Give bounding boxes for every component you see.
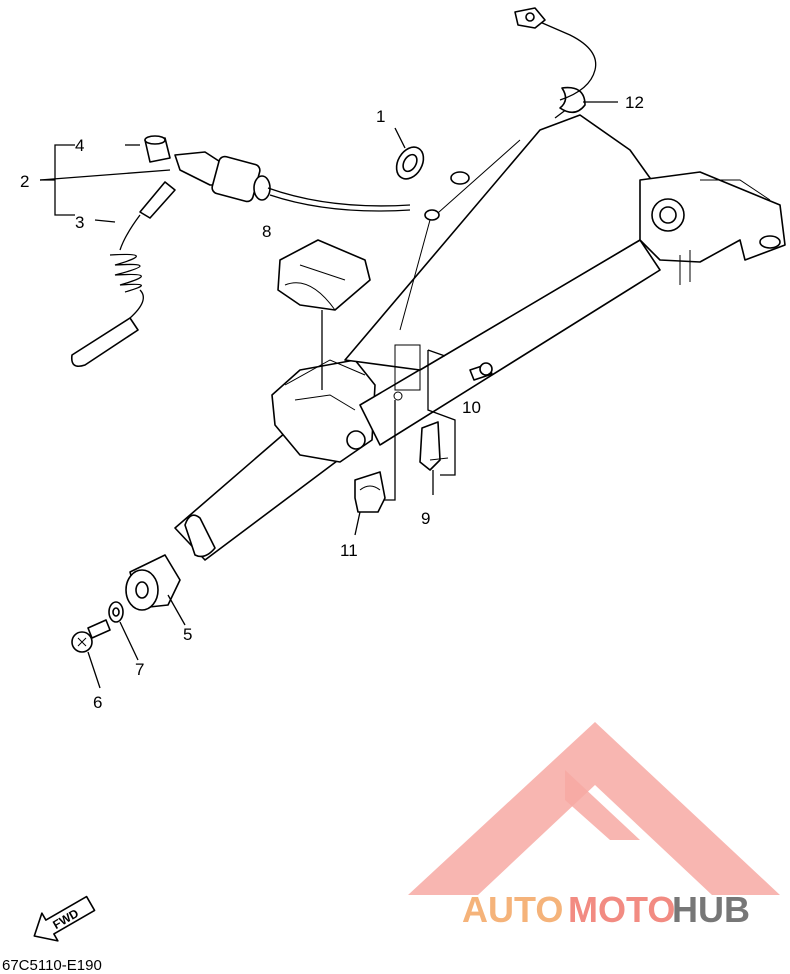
callout-7: 7	[135, 660, 144, 679]
watermark-logo: AUTO MOTO HUB	[408, 722, 780, 930]
callout-6: 6	[93, 693, 102, 712]
part-7-washer	[108, 601, 139, 661]
part-9-clip	[419, 421, 449, 495]
callout-3: 3	[75, 213, 84, 232]
watermark-text-hub: HUB	[672, 889, 750, 930]
part-8-cover	[277, 239, 371, 311]
callout-1: 1	[376, 107, 385, 126]
callout-10: 10	[462, 398, 481, 417]
diagram-code: 67C5110-E190	[2, 957, 102, 974]
callout-line-2	[39, 169, 171, 181]
callout-4: 4	[75, 136, 84, 155]
callout-9: 9	[421, 509, 430, 528]
callout-12: 12	[625, 93, 644, 112]
steering-handle-body	[174, 102, 786, 561]
callout-2: 2	[20, 172, 29, 191]
part-3-lanyard	[70, 181, 176, 368]
part-2-stop-switch	[174, 151, 411, 212]
part-11-clamp	[354, 471, 386, 536]
watermark-text-auto: AUTO	[462, 889, 563, 930]
part-4-cap	[125, 135, 171, 163]
callout-8: 8	[262, 222, 271, 241]
part-10-screw	[469, 362, 493, 381]
callout-5: 5	[183, 625, 192, 644]
part-12-clamp	[514, 7, 597, 114]
part-1-grommet	[394, 127, 425, 180]
part-6-bolt	[71, 619, 111, 689]
watermark-text-moto: MOTO	[568, 889, 675, 930]
callout-11: 11	[340, 541, 358, 560]
fwd-arrow: FWD	[33, 895, 96, 942]
part-5-grip	[125, 554, 186, 626]
